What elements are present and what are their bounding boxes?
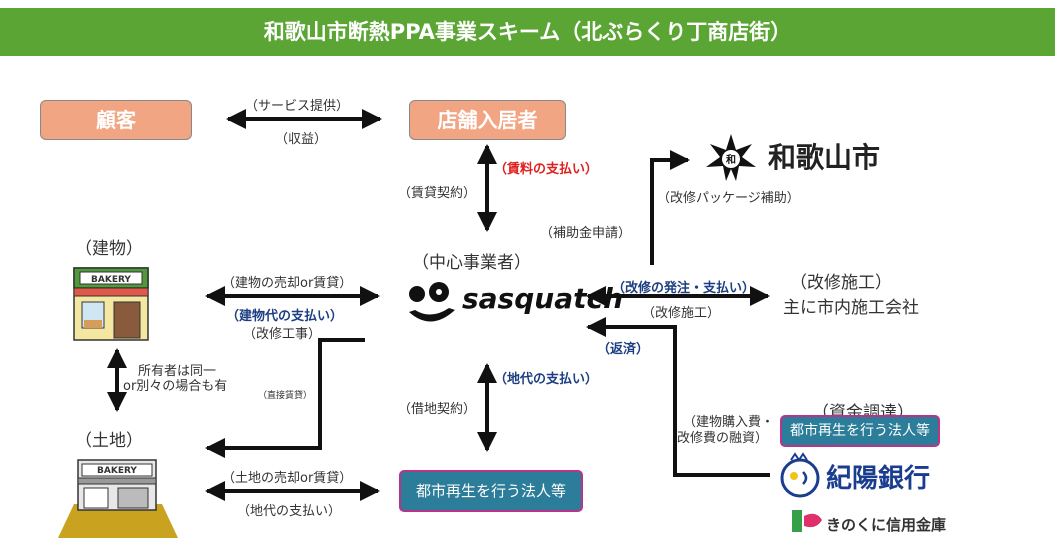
kinokuni-logo-icon [792, 510, 822, 532]
kinokuni-name: きのくに信用金庫 [826, 516, 947, 534]
land-payment-bottom-label: （地代の支払い） [237, 504, 342, 519]
kiyo-bank-name: 紀陽銀行 [826, 464, 931, 494]
renovation-work-label: （改修工事） [243, 327, 322, 342]
tenant-box: 店舗入居者 [409, 100, 566, 140]
customer-box: 顧客 [40, 100, 192, 140]
central-operator-label: （中心事業者） [412, 253, 531, 273]
owner-note-2: or別々の場合も有 [123, 379, 228, 394]
urban-corp-right-box: 都市再生を行う法人等 [780, 415, 940, 447]
repayment-arrow [586, 317, 770, 477]
sasquatch-face-icon [409, 282, 455, 322]
land-payment-label: （地代の支払い） [494, 372, 599, 387]
city-emblem-icon: 和 [706, 134, 756, 181]
service-label: （サービス提供） [245, 99, 350, 114]
building-label: （建物） [75, 239, 143, 259]
urban-corp-center-box: 都市再生を行う法人等 [399, 470, 583, 512]
revenue-label: （収益） [275, 132, 328, 147]
order-payment-label: （改修の発注・支払い） [612, 281, 756, 296]
land-lease-label: （借地契約） [398, 402, 477, 417]
renovation-subsidy-label: （改修パッケージ補助） [657, 191, 800, 206]
svg-text:BAKERY: BAKERY [91, 275, 131, 285]
building-payment-label: （建物代の支払い） [226, 309, 344, 324]
svg-text:BAKERY: BAKERY [97, 466, 137, 476]
construction-label: （改修施工） [790, 273, 892, 293]
land-bakery-icon: BAKERY [58, 459, 178, 538]
city-name: 和歌山市 [768, 141, 881, 174]
owner-note-1: 所有者は同一 [138, 364, 217, 379]
local-contractor-label: 主に市内施工会社 [783, 298, 919, 318]
loan-label-2: 改修費の融資） [677, 431, 769, 446]
page-title: 和歌山市断熱PPA事業スキーム（北ぶらくり丁商店街） [0, 8, 1055, 56]
direct-lease-arrow [205, 338, 365, 458]
loan-label-1: （建物購入費・ [683, 415, 775, 430]
subsidy-application-label: （補助金申請） [540, 226, 632, 241]
subsidy-arrow [650, 150, 690, 265]
direct-lease-label: （直接賃貸） [258, 391, 313, 401]
sasquatch-logo: sasquatch [462, 282, 624, 315]
renovation-construction-label: （改修施工） [642, 306, 721, 321]
rent-contract-label: （賃貸契約） [398, 186, 477, 201]
rent-payment-label: （賃料の支払い） [494, 162, 599, 177]
svg-text:和: 和 [725, 153, 736, 166]
kiyo-bank-logo-icon [780, 452, 820, 498]
bakery-building-icon: BAKERY [73, 267, 149, 341]
repayment-label: （返済） [597, 342, 650, 357]
land-label: （土地） [75, 431, 143, 451]
land-sale-label: （土地の売却or賃貸） [222, 471, 353, 486]
building-sale-label: （建物の売却or賃貸） [222, 276, 353, 291]
